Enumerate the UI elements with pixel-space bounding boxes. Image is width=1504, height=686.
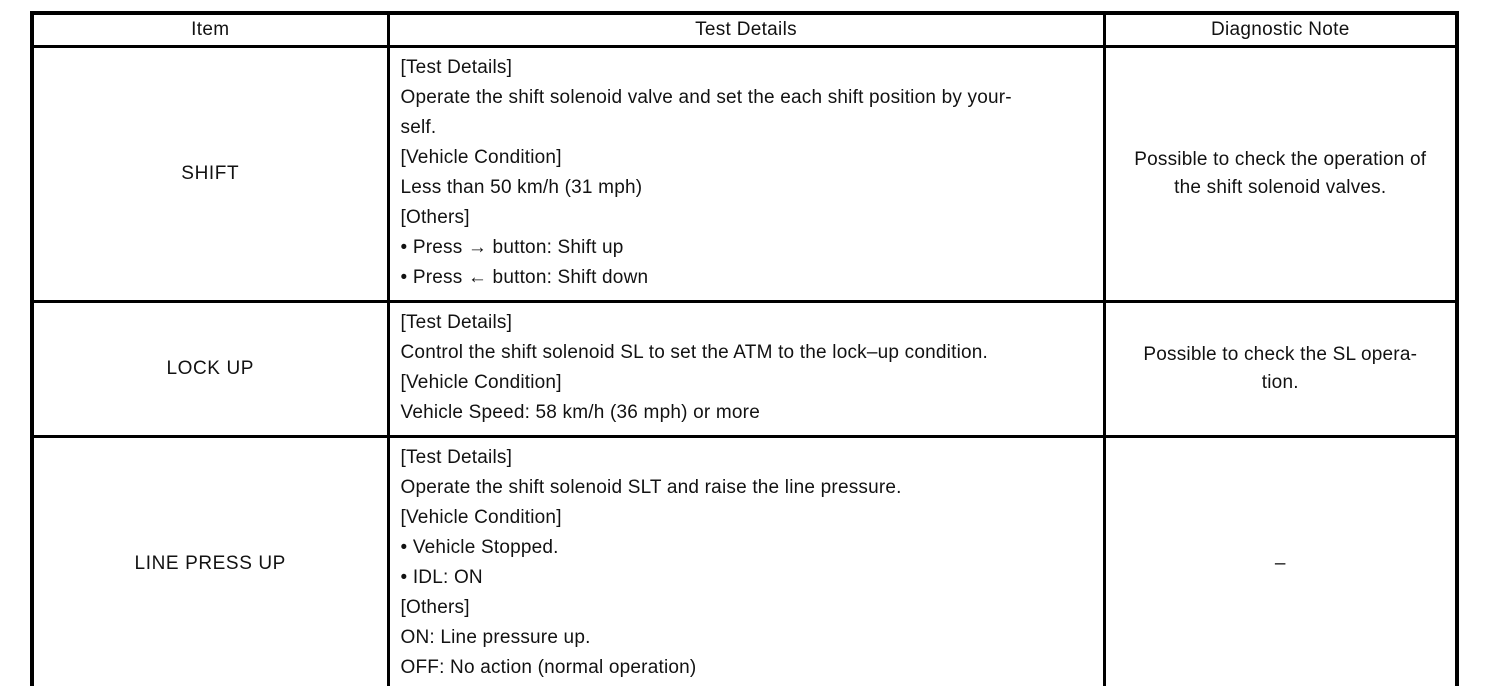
diagnostic-note-line: tion. (1261, 371, 1299, 393)
diagnostic-note-cell: – (1102, 434, 1459, 686)
table-row: LINE PRESS UP [Test Details] Operate the … (30, 434, 1459, 686)
test-details-line: [Vehicle Condition] (400, 146, 562, 168)
test-details-line: Vehicle Speed: 58 km/h (36 mph) or more (400, 401, 760, 423)
test-details-line: Operate the shift solenoid SLT and raise… (400, 476, 902, 498)
table-row: LOCK UP [Test Details] Control the shift … (30, 299, 1459, 438)
diagnostic-note-line: – (1274, 552, 1286, 574)
test-details-line: [Test Details] (400, 446, 513, 468)
test-details-line: Operate the shift solenoid valve and set… (400, 86, 1012, 108)
test-details-line: • Press → button: Shift up (400, 236, 624, 258)
diagnostic-test-table: Item Test Details Diagnostic Note SHIFT … (30, 11, 1459, 686)
test-details-line: [Vehicle Condition] (400, 371, 562, 393)
test-details-line: OFF: No action (normal operation) (400, 656, 697, 678)
test-details-line: [Test Details] (400, 56, 513, 78)
column-header-item: Item (30, 11, 390, 48)
test-details-line: [Vehicle Condition] (400, 506, 562, 528)
diagnostic-note-line: Possible to check the SL opera- (1143, 343, 1418, 365)
diagnostic-note-cell: Possible to check the SL opera-tion. (1102, 299, 1459, 438)
test-details-line: • Press ← button: Shift down (400, 266, 649, 288)
diagnostic-note-line: Possible to check the operation of (1134, 148, 1427, 170)
column-header-diagnostic-note: Diagnostic Note (1102, 11, 1459, 48)
test-details-cell: [Test Details] Operate the shift solenoid… (386, 434, 1106, 686)
item-cell: LOCK UP (30, 299, 390, 438)
test-details-line: [Others] (400, 206, 470, 228)
diagnostic-note-line: the shift solenoid valves. (1174, 176, 1387, 198)
test-details-line: [Others] (400, 596, 470, 618)
test-details-line: • Vehicle Stopped. (400, 536, 559, 558)
test-details-line: self. (400, 116, 437, 138)
item-cell: LINE PRESS UP (30, 434, 390, 686)
test-details-cell: [Test Details] Control the shift solenoid… (386, 299, 1106, 438)
item-cell: SHIFT (30, 44, 390, 303)
table-row: SHIFT [Test Details] Operate the shift so… (30, 44, 1459, 303)
diagnostic-note-cell: Possible to check the operation of the sh… (1102, 44, 1459, 303)
test-details-line: ON: Line pressure up. (400, 626, 591, 648)
test-details-line: Less than 50 km/h (31 mph) (400, 176, 643, 198)
test-details-line: Control the shift solenoid SL to set the… (400, 341, 988, 363)
table-header-row: Item Test Details Diagnostic Note (30, 11, 1459, 48)
test-details-line: [Test Details] (400, 311, 513, 333)
test-details-cell: [Test Details] Operate the shift solenoid… (386, 44, 1106, 303)
column-header-test-details: Test Details (386, 11, 1106, 48)
test-details-line: • IDL: ON (400, 566, 483, 588)
